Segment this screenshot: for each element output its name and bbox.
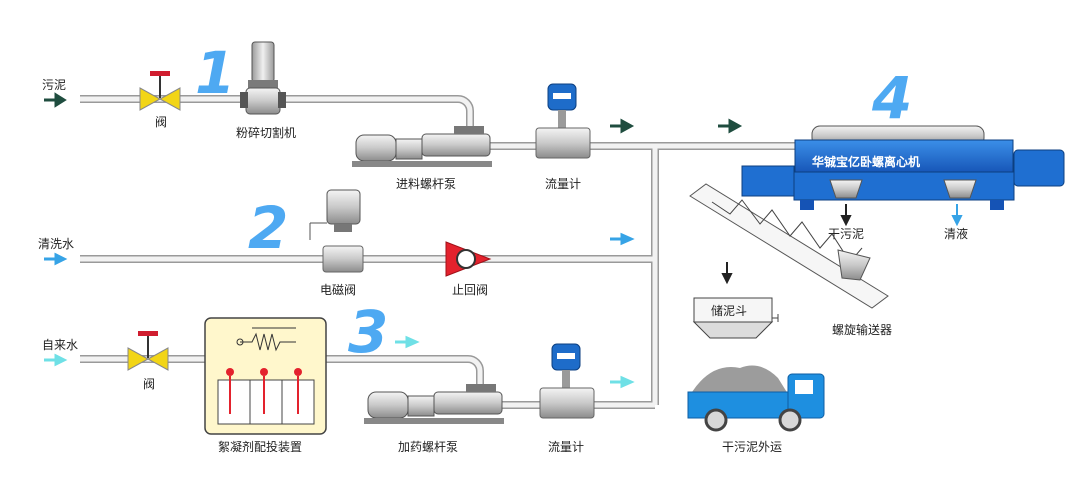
screw-conveyor — [689, 183, 889, 309]
flowmeter-top-label: 流量计 — [545, 177, 581, 191]
tap-water-input-label: 自来水 — [42, 338, 78, 352]
valve-handle-icon — [150, 71, 170, 76]
feed-pump-label: 进料螺杆泵 — [396, 177, 456, 191]
crusher-machine — [240, 41, 286, 115]
sludge-flow-arrow-icon — [610, 118, 635, 134]
sludge-input-label: 污泥 — [42, 78, 66, 92]
solenoid-valve — [309, 189, 364, 273]
valve-bottom[interactable] — [127, 331, 169, 371]
flowmeter-bottom-label: 流量计 — [548, 440, 584, 454]
check-valve-label: 止回阀 — [452, 283, 488, 297]
check-valve — [445, 241, 492, 277]
flowmeter-top — [535, 83, 591, 159]
clear-liquid-label: 清液 — [944, 226, 968, 241]
flocculant-unit-label: 絮凝剂配投装置 — [218, 439, 302, 454]
flowmeter-bottom — [539, 343, 595, 419]
dry-sludge-truck — [687, 365, 825, 432]
step-number-1: 1 — [195, 39, 235, 107]
feed-screw-pump — [352, 126, 492, 167]
sludge-arrow-icon — [44, 92, 67, 108]
dosing-screw-pump — [364, 384, 504, 424]
water-flow-arrow-icon — [610, 232, 635, 246]
tap-flow-arrow-icon — [395, 335, 420, 349]
centrifuge-label: 华铖宝亿卧螺离心机 — [812, 154, 920, 169]
screw-conveyor-label: 螺旋输送器 — [832, 322, 892, 337]
step-number-2: 2 — [248, 194, 288, 262]
wash-water-input-label: 清洗水 — [38, 237, 74, 251]
truck-label: 干污泥外运 — [722, 440, 782, 454]
solenoid-valve-label: 电磁阀 — [320, 282, 356, 297]
step-number-3: 3 — [348, 298, 388, 366]
sludge-hopper-label: 储泥斗 — [711, 303, 747, 318]
flocculant-dosing-unit — [204, 317, 327, 435]
dry-sludge-down-arrow-icon — [840, 204, 852, 227]
sludge-flow-arrow-icon — [718, 118, 743, 134]
decanter-centrifuge — [741, 125, 1065, 210]
conveyor-down-arrow-icon — [721, 262, 733, 285]
tap-flow-arrow-icon — [610, 375, 635, 389]
sludge-hopper — [692, 297, 779, 339]
valve-handle-icon — [138, 331, 158, 336]
clear-liquid-down-arrow-icon — [951, 204, 963, 227]
step-number-4: 4 — [871, 64, 912, 132]
valve-top[interactable] — [139, 71, 181, 111]
tap-water-arrow-icon — [44, 353, 68, 367]
wash-water-arrow-icon — [44, 252, 68, 266]
crusher-label: 粉碎切割机 — [236, 125, 296, 140]
dosing-pump-label: 加药螺杆泵 — [398, 440, 458, 454]
valve-top-label: 阀 — [155, 115, 167, 129]
valve-bottom-label: 阀 — [143, 377, 155, 391]
dry-sludge-out-label: 干污泥 — [828, 227, 864, 241]
